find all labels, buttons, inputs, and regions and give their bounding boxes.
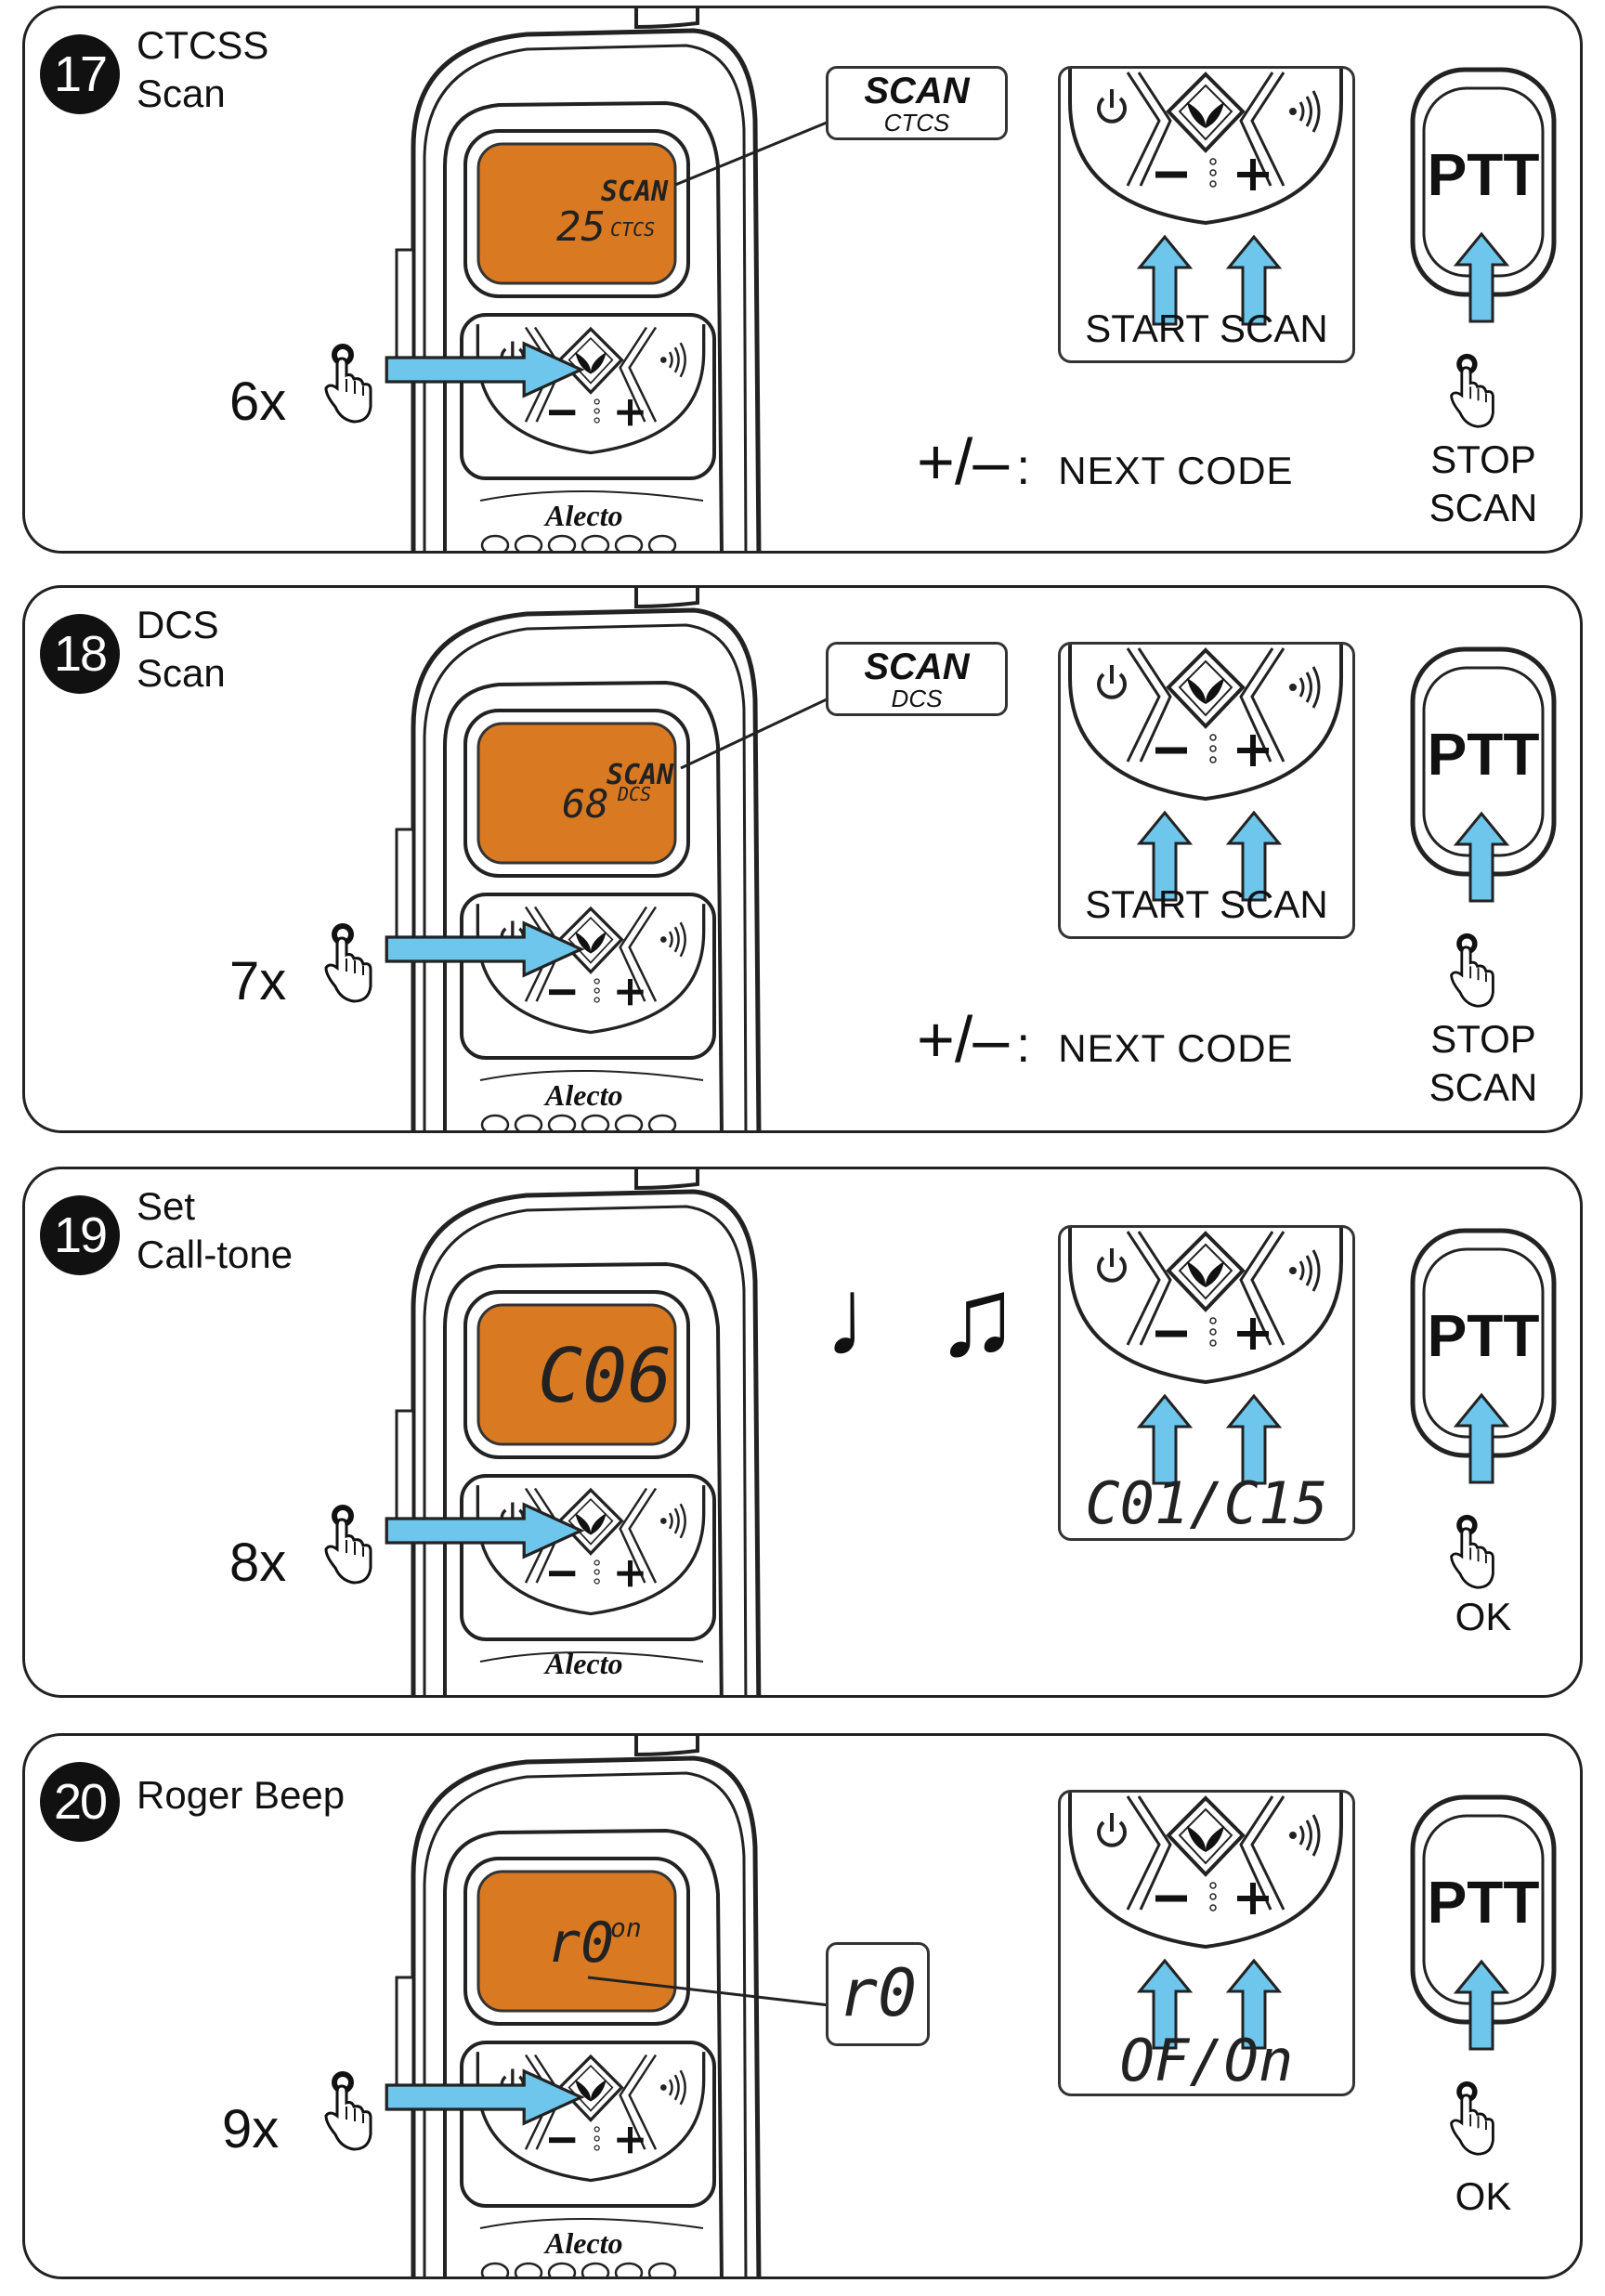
- ptt-button: PTT: [1409, 1227, 1558, 1459]
- keypad-zoom-box: C01/C15: [1058, 1225, 1355, 1541]
- ptt-button: PTT: [1409, 1794, 1558, 2026]
- lcd-value: C06: [538, 1333, 672, 1419]
- code-range-display: C01/C15: [1085, 1469, 1328, 1537]
- press-count: 6x: [229, 372, 287, 432]
- keypad-zoom-box: OF/On: [1058, 1790, 1355, 2096]
- ptt-button: PTT: [1409, 66, 1558, 298]
- callout-line: [674, 114, 843, 187]
- lcd-mode-label: CTCS: [610, 218, 656, 241]
- ptt-label: PTT: [1427, 1869, 1540, 1936]
- next-code-hint: +/–:NEXT CODE: [917, 1003, 1294, 1076]
- on-off-display: OF/On: [1119, 2027, 1294, 2094]
- lcd-scan-label: SCAN: [601, 176, 669, 208]
- plus-minus-symbol: +/–: [917, 1003, 1010, 1076]
- start-scan-caption: START SCAN: [1085, 882, 1328, 926]
- step-panel-17: 17 CTCSS Scan SCAN 25 CTCS SCAN CTCS 6x …: [22, 6, 1583, 554]
- step-number-badge: 19: [40, 1195, 120, 1275]
- press-count: 9x: [222, 2099, 280, 2159]
- callout-line: [587, 1976, 830, 2007]
- ptt-button: PTT: [1409, 646, 1558, 878]
- lcd-superscript: on: [610, 1912, 642, 1943]
- ptt-caption: OK: [1455, 2174, 1512, 2218]
- ptt-press-indicator: [1450, 812, 1508, 1008]
- step-panel-18: 18 DCS Scan SCAN 68 DCS SCAN DCS 7x Alec…: [22, 585, 1583, 1133]
- lcd-channel-value: 25: [556, 203, 606, 251]
- step-title: Set Call-tone: [137, 1184, 294, 1276]
- step-panel-19: 19 Set Call-tone C06 ♩♫ 8x Alecto C01/C1…: [22, 1167, 1583, 1698]
- lcd-value: r0: [547, 1911, 615, 1976]
- ptt-caption: STOP SCAN: [1429, 437, 1538, 529]
- plus-minus-symbol: +/–: [917, 425, 1010, 498]
- brand-logo: Alecto: [545, 1078, 623, 1112]
- brand-logo: Alecto: [545, 2226, 623, 2260]
- lcd-mode-label: DCS: [618, 783, 652, 805]
- ptt-label: PTT: [1427, 721, 1540, 788]
- step-title: Roger Beep: [137, 1773, 346, 1817]
- ptt-label: PTT: [1427, 141, 1540, 208]
- scan-callout: SCAN DCS: [826, 642, 1008, 716]
- ptt-caption: OK: [1455, 1595, 1512, 1638]
- step-panel-20: 20 Roger Beep r0 on r0 9x Alecto OF/On P…: [22, 1733, 1583, 2279]
- step-number-badge: 20: [40, 1762, 120, 1842]
- press-count: 7x: [229, 951, 287, 1011]
- brand-logo: Alecto: [545, 1647, 623, 1680]
- press-count: 8x: [229, 1533, 287, 1593]
- music-notes-icon: ♩♫: [824, 1255, 1019, 1379]
- ptt-press-indicator: [1450, 1393, 1508, 1589]
- brand-logo: Alecto: [545, 499, 623, 532]
- step-title: DCS Scan: [137, 603, 226, 695]
- step-number-badge: 17: [40, 34, 120, 114]
- step-title: CTCSS Scan: [137, 23, 269, 115]
- ptt-press-indicator: [1450, 232, 1508, 428]
- next-code-hint: +/–:NEXT CODE: [917, 425, 1294, 498]
- callout-line: [680, 690, 843, 770]
- lcd-scan-label: SCAN: [607, 759, 674, 791]
- r0-callout: r0: [826, 1942, 930, 2046]
- ptt-press-indicator: [1450, 1960, 1508, 2156]
- keypad-zoom-box: START SCAN: [1058, 642, 1355, 939]
- step-number-badge: 18: [40, 614, 120, 694]
- ptt-caption: STOP SCAN: [1429, 1017, 1538, 1109]
- ptt-label: PTT: [1427, 1302, 1540, 1369]
- lcd-channel-value: 68: [562, 781, 609, 827]
- keypad-zoom-box: START SCAN: [1058, 66, 1355, 363]
- scan-callout: SCAN CTCS: [826, 66, 1008, 140]
- start-scan-caption: START SCAN: [1085, 307, 1328, 350]
